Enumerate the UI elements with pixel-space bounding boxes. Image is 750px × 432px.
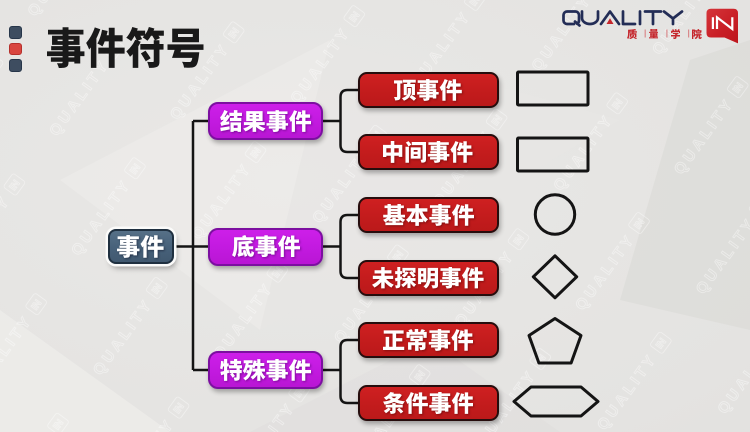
svg-text:QUALITY: QUALITY (0, 192, 14, 275)
svg-text:IN: IN (611, 97, 626, 112)
svg-text:QUALITY: QUALITY (46, 56, 113, 139)
svg-text:QUALITY: QUALITY (529, 0, 596, 74)
svg-text:IN: IN (512, 233, 527, 248)
svg-text:IN: IN (150, 282, 165, 297)
svg-text:IN: IN (8, 178, 23, 193)
svg-text:QUALITY: QUALITY (145, 0, 212, 3)
svg-text:QUALITY: QUALITY (24, 0, 91, 19)
svg-text:IN: IN (30, 298, 45, 313)
svg-text:IN: IN (468, 0, 483, 8)
svg-text:QUALITY: QUALITY (715, 334, 750, 417)
svg-text:IN: IN (227, 26, 242, 41)
svg-text:IN: IN (654, 337, 669, 352)
svg-text:IN: IN (0, 59, 1, 74)
svg-text:IN: IN (172, 402, 187, 417)
svg-text:QUALITY: QUALITY (649, 0, 716, 58)
svg-text:QUALITY: QUALITY (594, 350, 661, 432)
svg-text:IN: IN (348, 10, 363, 25)
svg-text:QUALITY: QUALITY (90, 295, 157, 378)
